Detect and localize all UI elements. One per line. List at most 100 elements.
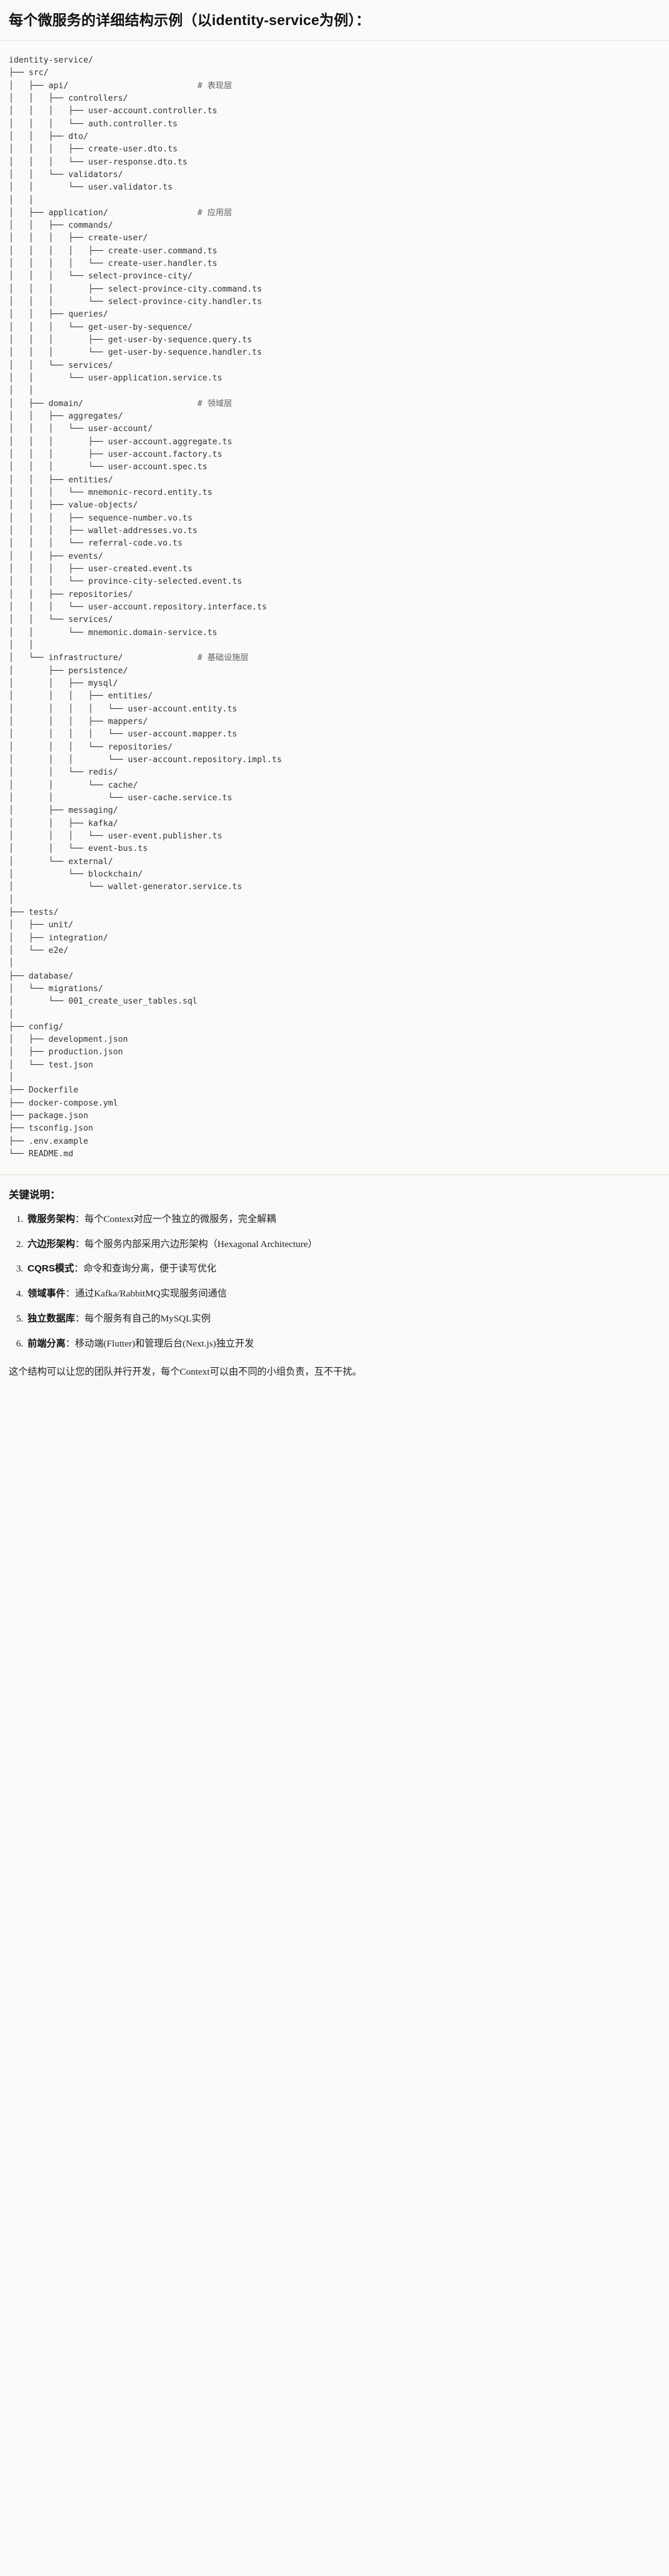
tree-line: │ │ │ │ └── create-user.handler.ts <box>9 259 217 268</box>
tree-line: │ │ └── redis/ <box>9 768 118 777</box>
tree-line-comment: # 基础设施层 <box>197 653 249 663</box>
tree-line-path: │ <box>9 895 14 905</box>
tree-comment-pad <box>123 653 198 663</box>
tree-line-path: │ ├── api/ <box>9 81 69 91</box>
tree-line-path: │ │ │ └── get-user-by-sequence/ <box>9 322 193 332</box>
tree-line-comment: # 表现层 <box>197 81 233 91</box>
key-note-term: 独立数据库 <box>28 1313 75 1325</box>
tree-line: │ │ │ ├── create-user/ <box>9 233 148 243</box>
key-note-description: 命令和查询分离，便于读写优化 <box>83 1263 217 1275</box>
tree-line-path: │ ├── development.json <box>9 1035 128 1045</box>
tree-line: │ │ │ └── user-account.spec.ts <box>9 462 208 472</box>
tree-line-path: │ │ └── services/ <box>9 360 113 370</box>
tree-line: │ <box>9 895 14 905</box>
tree-line-path: │ └── infrastructure/ <box>9 653 123 663</box>
tree-line: │ │ <box>9 641 34 650</box>
tree-line: ├── .env.example <box>9 1137 88 1146</box>
page-title: 每个微服务的详细结构示例（以identity-service为例）： <box>9 12 371 28</box>
tree-line-path: │ ├── persistence/ <box>9 666 128 676</box>
directory-tree: identity-service/ ├── src/ │ ├── api/ # … <box>0 54 669 1161</box>
tree-line-path: │ │ ├── entities/ <box>9 475 113 485</box>
tree-line: │ │ └── user-cache.service.ts <box>9 793 232 803</box>
tree-line-path: │ <box>9 1009 14 1019</box>
tree-line: │ │ │ └── user-account.repository.impl.t… <box>9 755 282 765</box>
tree-line: │ │ │ └── province-city-selected.event.t… <box>9 577 242 586</box>
tree-line-path: │ │ └── user-application.service.ts <box>9 374 223 384</box>
tree-line-path: │ │ │ └── province-city-selected.event.t… <box>9 577 243 587</box>
key-note-separator: ： <box>65 1338 75 1349</box>
tree-line: │ │ │ └── mnemonic-record.entity.ts <box>9 488 213 497</box>
tree-line: identity-service/ <box>9 56 93 65</box>
tree-line-path: │ │ ├── value-objects/ <box>9 501 138 511</box>
tree-line: │ │ ├── entities/ <box>9 476 113 485</box>
tree-line-path: └── README.md <box>9 1149 74 1159</box>
tree-line-path: │ │ └── services/ <box>9 615 113 625</box>
tree-line: │ │ └── event-bus.ts <box>9 844 148 853</box>
key-note-term: 六边形架构 <box>28 1238 75 1250</box>
tree-line: │ ├── api/ # 表现层 <box>9 81 232 91</box>
tree-line-path: │ │ ├── repositories/ <box>9 589 133 599</box>
tree-line: │ │ └── validators/ <box>9 170 123 180</box>
tree-line-path: │ │ ├── commands/ <box>9 221 113 231</box>
key-note-item: 前端分离：移动端(Flutter)和管理后台(Next.js)独立开发 <box>26 1337 660 1352</box>
key-note-term: 前端分离 <box>28 1338 66 1349</box>
tree-line-path: │ │ │ └── mnemonic-record.entity.ts <box>9 488 213 498</box>
tree-line-path: │ │ │ └── user-account.repository.impl.t… <box>9 755 282 765</box>
tree-line: │ └── infrastructure/ # 基础设施层 <box>9 653 249 663</box>
tree-line: │ ├── production.json <box>9 1047 123 1057</box>
tree-line: │ │ ├── repositories/ <box>9 590 133 599</box>
tree-line: ├── config/ <box>9 1022 63 1032</box>
tree-line-path: ├── .env.example <box>9 1136 89 1146</box>
tree-line-path: ├── tsconfig.json <box>9 1124 93 1134</box>
tree-line: │ │ ├── events/ <box>9 552 103 561</box>
directory-tree-block: identity-service/ ├── src/ │ ├── api/ # … <box>0 40 669 1175</box>
tree-line: │ │ └── user.validator.ts <box>9 183 173 192</box>
tree-line-path: │ └── external/ <box>9 857 113 867</box>
tree-line: ├── src/ <box>9 68 49 78</box>
tree-line-path: ├── config/ <box>9 1022 64 1032</box>
tree-line-path: │ │ <box>9 640 34 650</box>
tree-line: │ <box>9 959 14 968</box>
tree-line-path: │ │ │ ├── get-user-by-sequence.query.ts <box>9 335 253 345</box>
tree-line-path: │ │ │ ├── wallet-addresses.vo.ts <box>9 526 198 536</box>
tree-line: │ <box>9 1010 14 1019</box>
tree-line: │ │ │ ├── entities/ <box>9 691 153 701</box>
key-note-separator: ： <box>74 1313 85 1325</box>
key-note-separator: ： <box>65 1288 75 1300</box>
key-note-description: 每个Context对应一个独立的微服务，完全解耦 <box>84 1213 276 1224</box>
tree-line-path: │ │ │ ├── user-account.controller.ts <box>9 106 218 116</box>
tree-line: │ │ │ └── referral-code.vo.ts <box>9 539 183 548</box>
tree-line-path: │ └── e2e/ <box>9 945 69 955</box>
tree-line-path: │ │ │ └── get-user-by-sequence.handler.t… <box>9 348 262 358</box>
tree-comment-pad <box>83 399 198 409</box>
tree-line-path: │ │ <box>9 386 34 396</box>
tree-line-path: ├── package.json <box>9 1111 89 1121</box>
tree-line: │ │ │ │ └── user-account.entity.ts <box>9 705 237 714</box>
tree-line: ├── tests/ <box>9 908 58 917</box>
tree-line: │ │ │ └── user-account/ <box>9 424 153 434</box>
tree-line: │ │ │ ├── mappers/ <box>9 717 148 726</box>
tree-line-path: │ │ │ └── referral-code.vo.ts <box>9 539 183 549</box>
tree-line: │ │ ├── controllers/ <box>9 94 128 103</box>
tree-line: │ │ └── cache/ <box>9 781 138 790</box>
tree-line-path: │ │ │ │ ├── create-user.command.ts <box>9 246 218 256</box>
tree-line-path: │ │ └── cache/ <box>9 780 138 790</box>
tree-line-path: │ │ │ └── repositories/ <box>9 742 173 752</box>
tree-line-path: ├── docker-compose.yml <box>9 1098 118 1108</box>
key-note-item: 微服务架构：每个Context对应一个独立的微服务，完全解耦 <box>26 1213 660 1227</box>
tree-line: │ │ └── services/ <box>9 361 113 370</box>
key-note-separator: ： <box>74 1263 84 1275</box>
tree-line-path: ├── Dockerfile <box>9 1086 79 1096</box>
tree-line-path: ├── database/ <box>9 971 74 981</box>
tree-line: │ ├── persistence/ <box>9 666 128 676</box>
tree-line: │ │ <box>9 386 34 395</box>
tree-line: ├── docker-compose.yml <box>9 1099 118 1108</box>
tree-line: │ │ │ ├── get-user-by-sequence.query.ts <box>9 335 252 345</box>
key-note-term: 微服务架构 <box>28 1213 75 1224</box>
tree-line-comment: # 应用层 <box>197 208 233 218</box>
tree-line: │ │ ├── kafka/ <box>9 819 118 828</box>
tree-line-path: │ └── blockchain/ <box>9 869 143 879</box>
tree-line: │ └── wallet-generator.service.ts <box>9 882 242 892</box>
document-page: 每个微服务的详细结构示例（以identity-service为例）： ident… <box>0 0 669 1393</box>
tree-line: │ │ │ └── auth.controller.ts <box>9 120 178 129</box>
